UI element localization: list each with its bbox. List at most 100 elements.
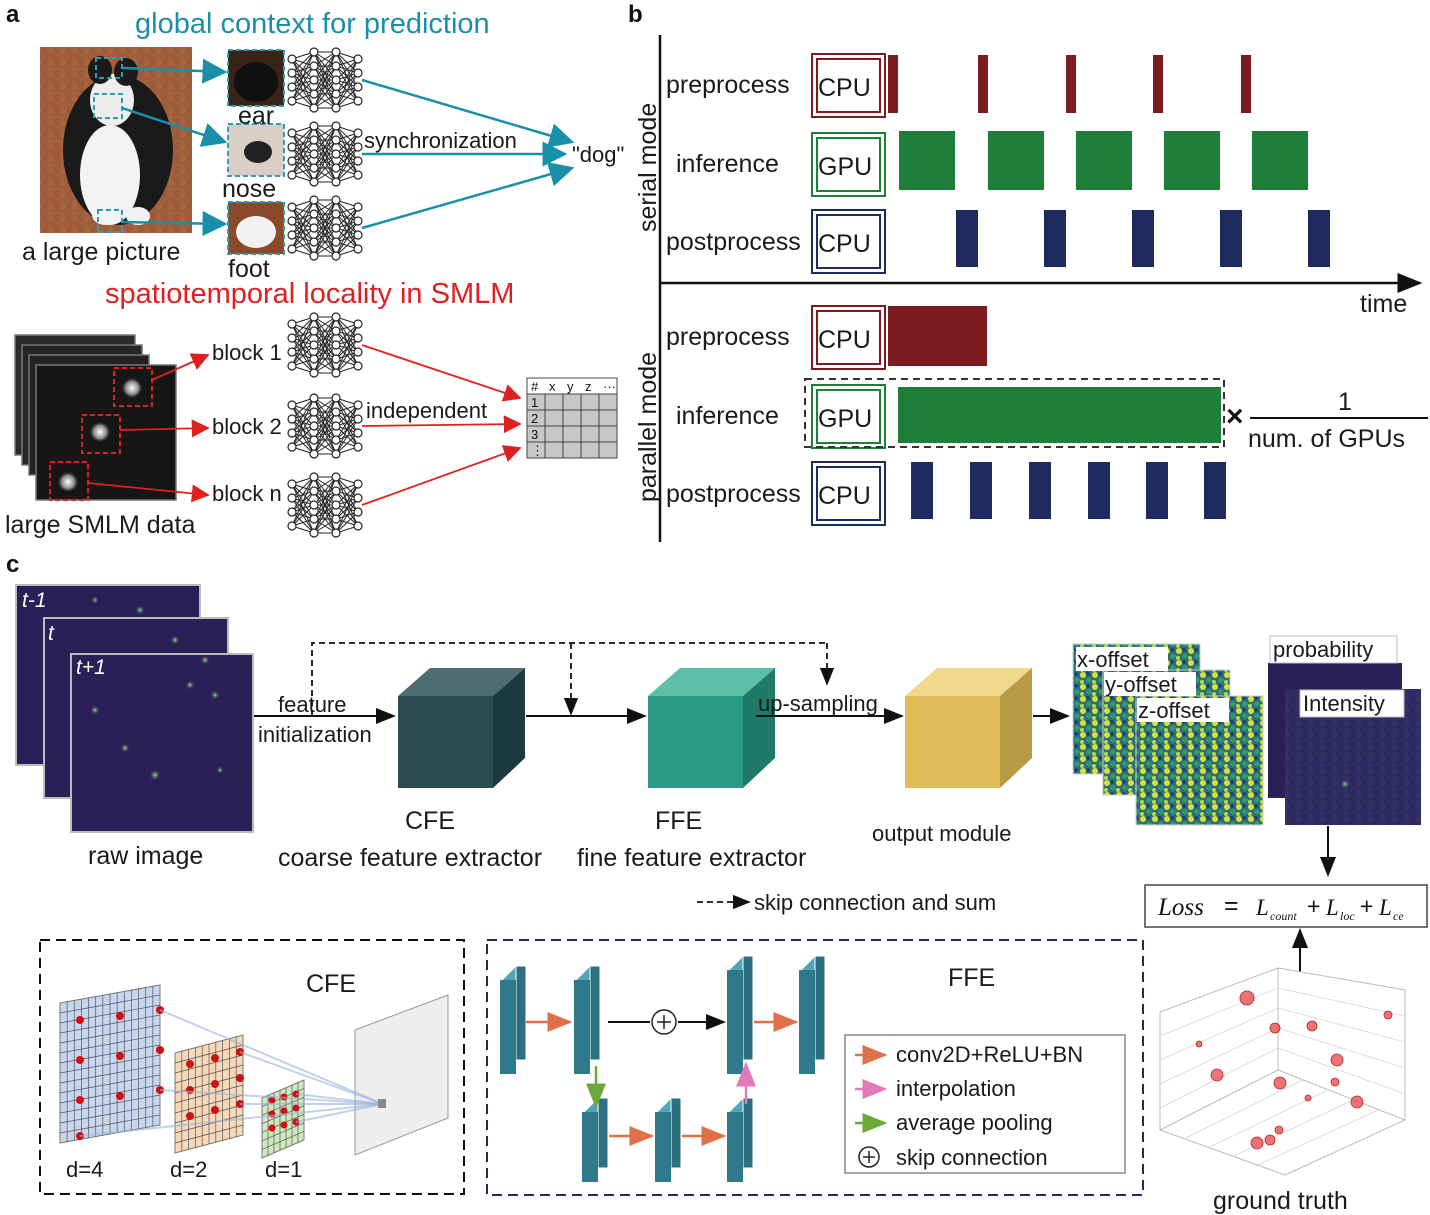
nn-node <box>309 195 319 205</box>
ffe-detail-title: FFE <box>948 964 995 992</box>
nn-node <box>331 393 341 403</box>
dilation-2-point <box>236 1074 244 1082</box>
dilation-4-point <box>156 1046 164 1054</box>
serial-preprocess-bar <box>1153 55 1163 113</box>
nn-edge <box>335 497 359 534</box>
parallel-cpu-post-text: CPU <box>818 482 871 510</box>
nn-node <box>309 209 319 219</box>
times-symbol: × <box>1226 400 1244 433</box>
nn-node <box>353 347 363 357</box>
skip-legend-label: skip connection and sum <box>754 890 996 915</box>
nn-node <box>331 472 341 482</box>
z-offset-label: z-offset <box>1138 698 1210 723</box>
serial-preprocess-bar <box>888 55 898 113</box>
nn-edge <box>313 51 337 109</box>
gt-point <box>1350 1095 1364 1109</box>
nn-edge <box>291 139 315 176</box>
nn-edge <box>291 476 315 527</box>
nn-edge <box>335 404 359 427</box>
ffe-slab-2-face <box>574 980 590 1074</box>
ffe-slab-2-side <box>589 965 601 1061</box>
gt-grid <box>1183 1079 1304 1140</box>
serial-inference-bar <box>1252 131 1308 190</box>
serial-preprocess-bar <box>1066 55 1076 113</box>
dilation-1-point <box>280 1107 288 1115</box>
arrow-to-nose <box>121 106 228 147</box>
cfe-dilated-conv <box>59 984 449 1159</box>
smlm-caption: large SMLM data <box>5 511 195 539</box>
ffe-slab-3 <box>727 954 754 1076</box>
nn-edge <box>335 58 359 109</box>
nn-edge <box>291 125 315 162</box>
nn-node <box>287 96 297 106</box>
nn-edge <box>291 344 315 367</box>
nn-edge <box>313 425 337 455</box>
loss-sub-3: ce <box>1393 909 1404 923</box>
grid-line <box>59 1054 161 1074</box>
nn-edge <box>291 199 315 222</box>
nn-node <box>309 103 319 113</box>
loss-term-2: L <box>1325 895 1339 920</box>
table-header-cell: # <box>531 379 539 394</box>
nn-edge <box>291 425 315 448</box>
grid-line <box>261 1131 305 1150</box>
foot-label: foot <box>228 255 270 283</box>
nn-edge <box>313 397 337 455</box>
nn-edge <box>313 476 337 506</box>
ffe-slab-5-side <box>597 1097 609 1169</box>
parallel-inference-label: inference <box>676 402 779 430</box>
serial-gpu-text: GPU <box>818 153 872 181</box>
nn-edge <box>335 483 359 506</box>
dilation-1-point <box>268 1096 276 1104</box>
legend-skip-icon <box>858 1146 880 1168</box>
nn-node <box>331 421 341 431</box>
dilation-2-point <box>186 1112 194 1120</box>
serial-inference-bar <box>1164 131 1220 190</box>
nn-edge <box>335 58 359 95</box>
gt-grid <box>1277 1027 1406 1069</box>
nn-node <box>309 121 319 131</box>
arrow-ear-to-dog <box>361 78 575 148</box>
dilation-4-point <box>116 1092 124 1100</box>
arrow-foot-to-dog <box>361 162 575 230</box>
nn-edge <box>313 213 337 257</box>
nn-edge <box>335 220 359 257</box>
legend-skip-label: skip connection <box>896 1145 1048 1170</box>
ffe-slab-7-side <box>742 1097 754 1169</box>
table-header-cell: z <box>585 379 592 394</box>
grid-line <box>174 1104 244 1124</box>
parallel-postprocess-bars <box>911 462 1226 519</box>
nn-edge <box>291 227 315 250</box>
nn-node <box>287 230 297 240</box>
offset-maps <box>1072 643 1264 826</box>
parallel-inference-bar <box>898 387 1221 443</box>
ffe-slab-4 <box>799 954 826 1076</box>
raw-image-label: raw image <box>88 842 203 870</box>
parallel-postprocess-label: postprocess <box>666 480 801 508</box>
parallel-postprocess-bar <box>970 462 992 519</box>
neural-net-icon <box>287 121 363 187</box>
dilation-1-point <box>268 1124 276 1132</box>
nn-node <box>331 121 341 131</box>
nn-node <box>287 319 297 329</box>
gt-point <box>1273 1076 1287 1090</box>
nn-node <box>309 340 319 350</box>
serial-postprocess-label: postprocess <box>666 228 801 256</box>
nn-node <box>331 75 341 85</box>
nn-edge <box>291 504 315 527</box>
legend-interp-label: interpolation <box>896 1076 1016 1101</box>
nn-node <box>331 251 341 261</box>
ffe-slab-7 <box>727 1096 754 1184</box>
parallel-preprocess-bar <box>888 306 987 366</box>
nn-edge <box>313 490 337 534</box>
nn-edge <box>291 397 315 434</box>
nn-node <box>331 163 341 173</box>
ffe-slab-4-face <box>799 970 815 1074</box>
nn-node <box>331 354 341 364</box>
nn-edge <box>313 344 337 374</box>
cfe-output-plane <box>354 994 449 1156</box>
nn-node <box>331 528 341 538</box>
arrow-block1 <box>151 353 210 381</box>
y-offset-label: y-offset <box>1105 672 1177 697</box>
gt-grid <box>1277 987 1406 1017</box>
